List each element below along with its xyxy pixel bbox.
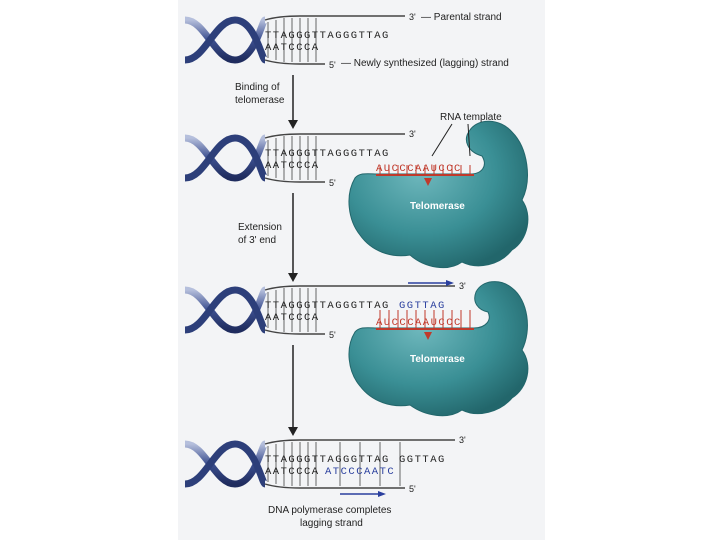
helix-1 (185, 20, 265, 60)
five-prime-end-3: 5' (329, 330, 336, 340)
extension-label-line2: of 3' end (238, 235, 276, 246)
parental-sequence-2: TTAGGGTTAGGGTTAG (265, 148, 390, 160)
parental-sequence-4: TTAGGGTTAGGGTTAG (265, 454, 390, 466)
completes-label-line1: DNA polymerase completes (268, 505, 391, 516)
lagging-sequence-4: AATCCCA (265, 466, 320, 478)
parental-sequence-3: TTAGGGTTAGGGTTAG (265, 300, 390, 312)
parental-sequence-1: TTAGGGTTAGGGTTAG (265, 30, 390, 42)
extended-sequence-4: GGTTAG (399, 454, 446, 466)
new-lagging-sequence-4: ATCCCAATC (325, 466, 395, 478)
three-prime-end-3: 3' (459, 281, 466, 291)
rna-sequence-2: AUCCCAAUCCC (376, 317, 462, 329)
lagging-strand-label: — Newly synthesized (lagging) strand (341, 58, 509, 69)
three-prime-end-1: 3' (409, 12, 416, 22)
completes-label-line2: lagging strand (300, 518, 363, 529)
telomerase-label-1: Telomerase (410, 201, 465, 212)
five-prime-end-1: 5' (329, 60, 336, 70)
five-prime-end-4: 5' (409, 484, 416, 494)
rna-template-label: RNA template (440, 112, 502, 123)
extended-sequence-3: GGTTAG (399, 300, 446, 312)
parental-strand-label: — Parental strand (421, 12, 502, 23)
three-prime-end-4: 3' (459, 435, 466, 445)
stage-1-dna: TTAGGGTTAGGGTTAG AATCCCA 3' 5' — Parenta… (185, 12, 509, 70)
rna-sequence-1: AUCCCAAUCCC (376, 163, 462, 175)
five-prime-end-2: 5' (329, 178, 336, 188)
telomerase-enzyme-1: Telomerase (349, 121, 528, 267)
telomerase-label-2: Telomerase (410, 354, 465, 365)
three-prime-end-2: 3' (409, 129, 416, 139)
binding-label-line1: Binding of (235, 82, 280, 93)
rna-pointer-left (432, 124, 452, 156)
lagging-sequence-2: AATCCCA (265, 160, 320, 172)
lagging-sequence-3: AATCCCA (265, 312, 320, 324)
lagging-sequence-1: AATCCCA (265, 42, 320, 54)
extension-label-line1: Extension (238, 222, 282, 233)
binding-label-line2: telomerase (235, 95, 285, 106)
stage-4-dna: TTAGGGTTAGGGTTAG GGTTAG AATCCCA ATCCCAAT… (185, 435, 466, 497)
